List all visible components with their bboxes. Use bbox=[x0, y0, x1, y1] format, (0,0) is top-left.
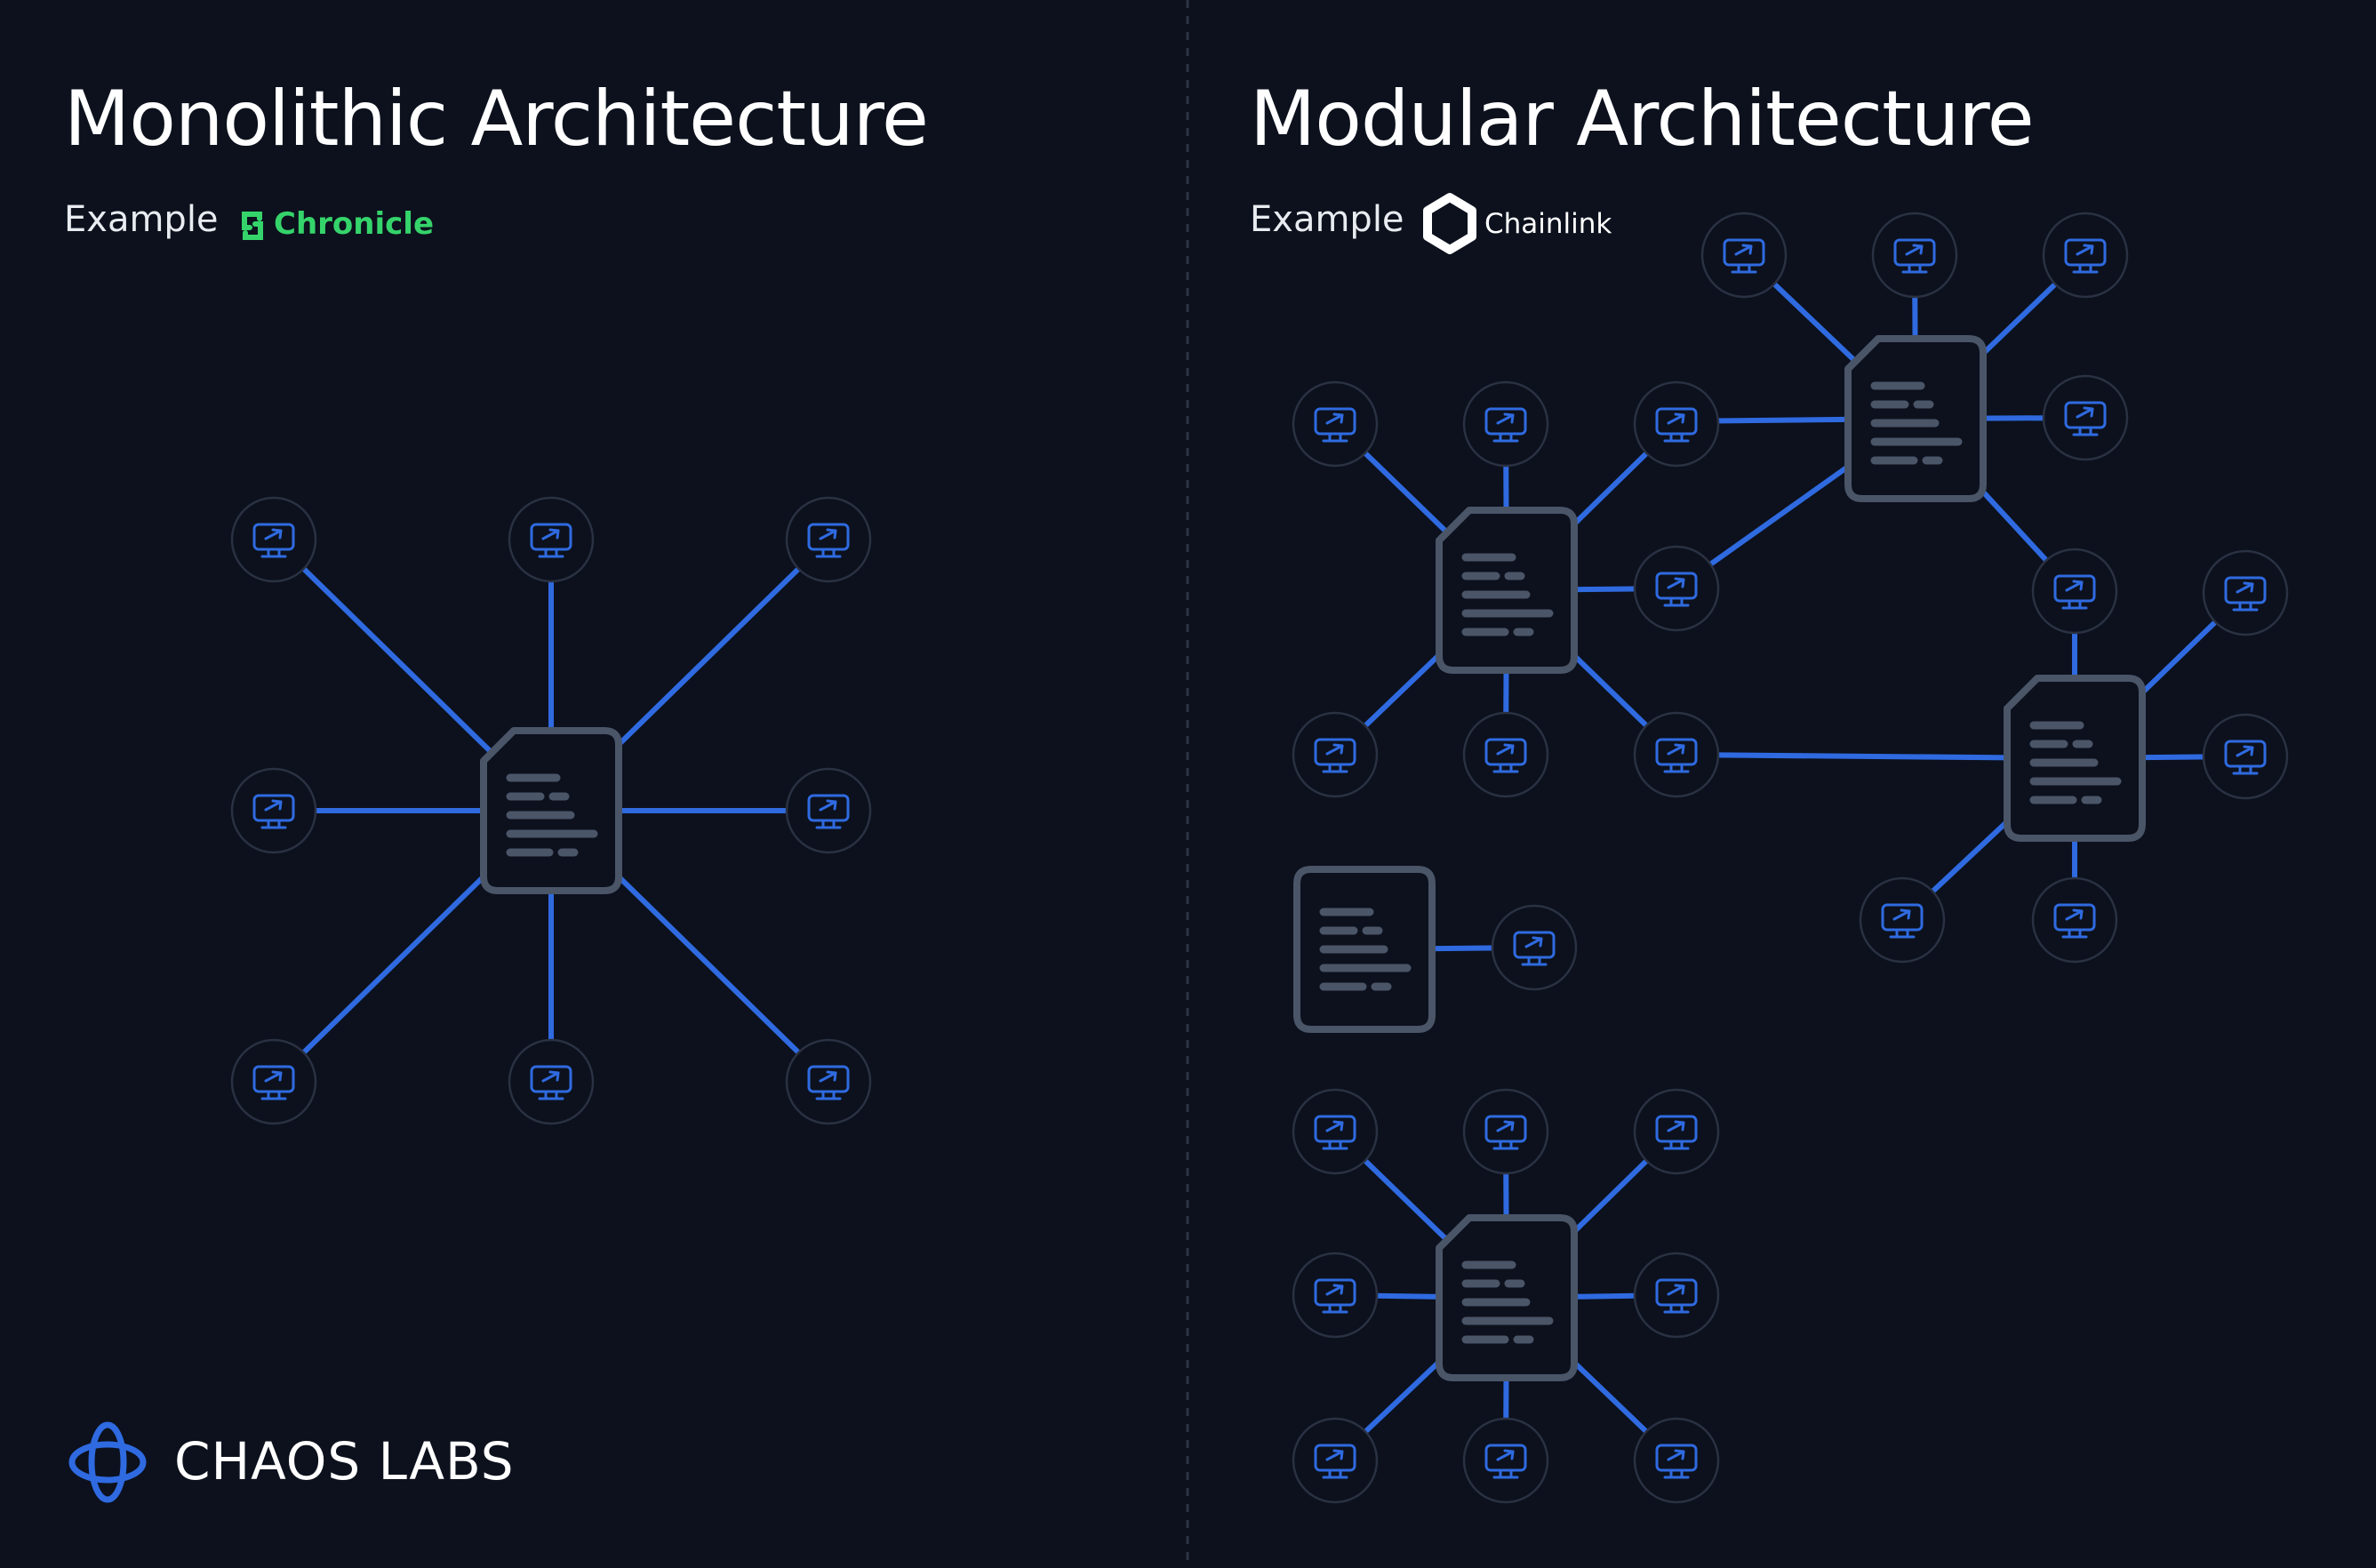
chronicle-brand: Chronicle bbox=[274, 206, 435, 242]
document-icon bbox=[484, 731, 619, 891]
document-icon bbox=[1439, 510, 1574, 670]
document-icon bbox=[1439, 1218, 1574, 1378]
page-title-monolithic: Monolithic Architecture bbox=[64, 75, 929, 164]
chaos-labs-orbit-logo bbox=[68, 1421, 147, 1503]
document-lines bbox=[1319, 908, 1412, 991]
example-label: Example bbox=[1250, 199, 1404, 240]
chainlink-brand: Chainlink bbox=[1484, 208, 1612, 240]
edges-monolithic bbox=[271, 537, 831, 1084]
page-title-modular: Modular Architecture bbox=[1250, 75, 2035, 164]
chaos-labs-brand: CHAOS LABS bbox=[174, 1431, 515, 1492]
chainlink-hexagon-logo bbox=[1423, 193, 1476, 254]
edges-modular-cluster-3 bbox=[1674, 588, 2248, 923]
chronicle-logo bbox=[242, 212, 263, 240]
document-icon bbox=[2007, 678, 2142, 838]
example-label: Example bbox=[64, 199, 219, 240]
document-icon bbox=[1848, 339, 1983, 499]
